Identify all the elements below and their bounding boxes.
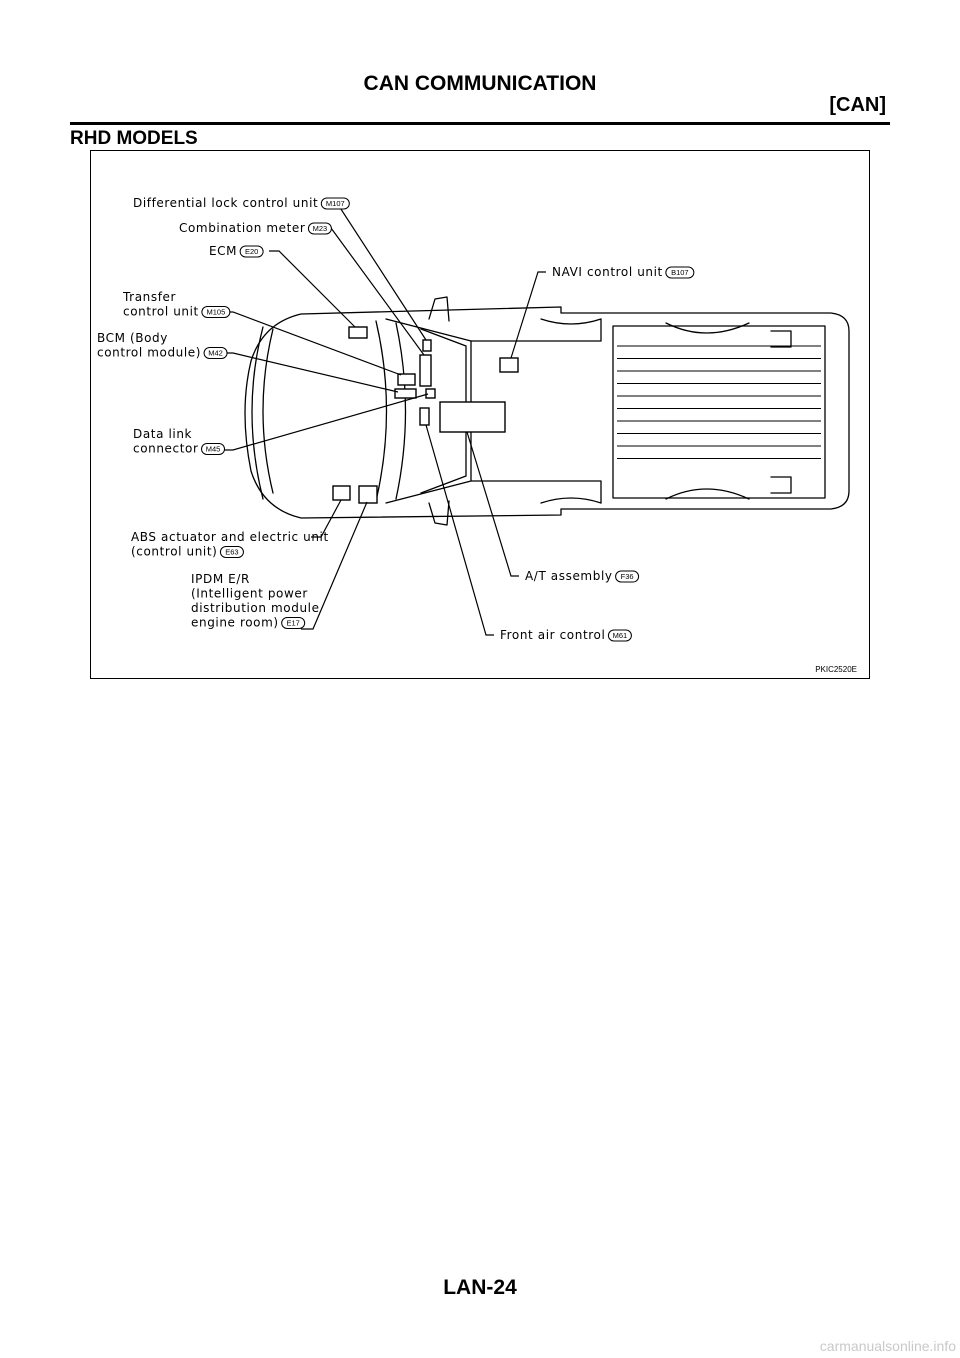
callout-label-m42-line-1: BCM (Body bbox=[97, 331, 168, 345]
connector-badge-m23 bbox=[307, 222, 332, 235]
watermark: carmanualsonline.info bbox=[819, 1338, 956, 1354]
page-title: CAN COMMUNICATION bbox=[363, 72, 597, 95]
connector-badge-f36 bbox=[615, 570, 640, 583]
callout-label-e17-line-4: engine room) bbox=[191, 616, 279, 630]
leader-line-differential-lock bbox=[329, 202, 427, 341]
callout-label-e63-line-2: (control unit) bbox=[131, 545, 217, 559]
callout-label-e17-line-3: distribution module bbox=[191, 601, 320, 615]
callout-label-m61: Front air control bbox=[500, 628, 605, 642]
connector-code-m23: M23 bbox=[313, 224, 328, 233]
front-air-control-marker bbox=[419, 407, 430, 426]
connector-badge-m105 bbox=[201, 306, 231, 318]
section-tag: [CAN] bbox=[829, 94, 886, 116]
front-wheel-arch-bottom bbox=[540, 497, 602, 504]
left-mirror bbox=[428, 296, 450, 322]
navi-control-unit-marker bbox=[499, 357, 519, 373]
callout-label-e17-line-2: (Intelligent power bbox=[191, 587, 308, 601]
differential-lock-control-unit-marker bbox=[422, 339, 432, 352]
front-wheel-arch-top bbox=[540, 318, 602, 325]
callout-label-m105-line-2: control unit bbox=[123, 305, 199, 319]
callout-label-f36: A/T assembly bbox=[525, 569, 613, 583]
connector-code-m61: M61 bbox=[613, 631, 628, 640]
connector-badge-m107 bbox=[320, 197, 350, 210]
connector-badge-e17 bbox=[281, 617, 306, 629]
ipdm-er-marker bbox=[358, 485, 378, 504]
connector-code-m107: M107 bbox=[326, 199, 345, 208]
connector-badge-b107 bbox=[665, 266, 695, 279]
cargo-bed-slats bbox=[617, 345, 821, 459]
leader-line-transfer bbox=[221, 311, 402, 376]
callout-label-m45-line-2: connector bbox=[133, 442, 199, 456]
leader-line-ecm bbox=[269, 250, 356, 328]
rear-wheel-arch-top bbox=[665, 322, 750, 334]
bcm-marker bbox=[394, 388, 417, 399]
callout-label-m23: Combination meter bbox=[179, 221, 305, 235]
callout-label-m105-line-1: Transfer bbox=[122, 290, 176, 304]
leader-line-data-link bbox=[221, 393, 429, 451]
vehicle-diagram: Differential lock control unit M107Combin… bbox=[97, 196, 850, 642]
leader-line-abs bbox=[311, 499, 342, 538]
callout-label-e17-line-1: IPDM E/R bbox=[191, 572, 250, 586]
leader-line-bcm bbox=[221, 352, 399, 393]
callout-label-m45-line-1: Data link bbox=[133, 427, 192, 441]
abs-actuator-marker bbox=[332, 485, 351, 501]
figure-id: PKIC2520E bbox=[815, 665, 857, 674]
cargo-bed bbox=[612, 325, 826, 499]
windshield bbox=[375, 320, 388, 502]
callout-label-m107: Differential lock control unit bbox=[133, 196, 318, 210]
leader-line-at-assembly bbox=[466, 431, 519, 577]
leader-line-front-air-control bbox=[425, 424, 494, 636]
rear-wheel-arch-bottom bbox=[665, 488, 750, 500]
callout-label-b107: NAVI control unit bbox=[552, 265, 663, 279]
callout-label-e63-line-1: ABS actuator and electric unit bbox=[131, 530, 329, 544]
connector-code-f36: F36 bbox=[621, 572, 634, 581]
front-bumper bbox=[251, 326, 264, 500]
connector-badge-m45 bbox=[201, 443, 226, 455]
connector-code-m42: M42 bbox=[208, 349, 223, 358]
transfer-control-unit-marker bbox=[397, 373, 416, 386]
combination-meter-marker bbox=[419, 354, 432, 387]
door-line-top bbox=[470, 318, 602, 342]
data-link-connector-marker bbox=[425, 388, 436, 399]
connector-badge-m61 bbox=[607, 629, 632, 642]
vehicle-body-outline bbox=[244, 306, 850, 519]
section-subtitle: RHD MODELS bbox=[70, 128, 198, 149]
connector-code-m45: M45 bbox=[206, 445, 221, 454]
connector-badge-m42 bbox=[203, 347, 228, 359]
connector-code-e17: E17 bbox=[286, 619, 299, 628]
hood-line bbox=[262, 328, 274, 494]
connector-badge-e20 bbox=[239, 245, 264, 258]
tail-lamp-bottom bbox=[770, 476, 792, 494]
right-mirror bbox=[428, 500, 450, 526]
ecm-marker bbox=[348, 326, 368, 339]
leader-line-combination-meter bbox=[321, 227, 425, 356]
windshield-inner bbox=[395, 322, 407, 500]
callout-label-e20: ECM bbox=[209, 244, 237, 258]
connector-code-b107: B107 bbox=[671, 268, 689, 277]
at-assembly-marker bbox=[439, 401, 506, 433]
connector-badge-e63 bbox=[219, 546, 244, 558]
page-number: LAN-24 bbox=[443, 1276, 517, 1299]
connector-code-e20: E20 bbox=[245, 247, 258, 256]
header-rule bbox=[70, 122, 890, 125]
connector-code-e63: E63 bbox=[225, 548, 238, 557]
door-line-bottom bbox=[470, 480, 602, 504]
leader-line-ipdm bbox=[301, 501, 368, 630]
connector-code-m105: M105 bbox=[206, 308, 225, 317]
callout-label-m42-line-2: control module) bbox=[97, 346, 201, 360]
leader-line-navi bbox=[510, 271, 546, 359]
tail-lamp-top bbox=[770, 330, 792, 348]
